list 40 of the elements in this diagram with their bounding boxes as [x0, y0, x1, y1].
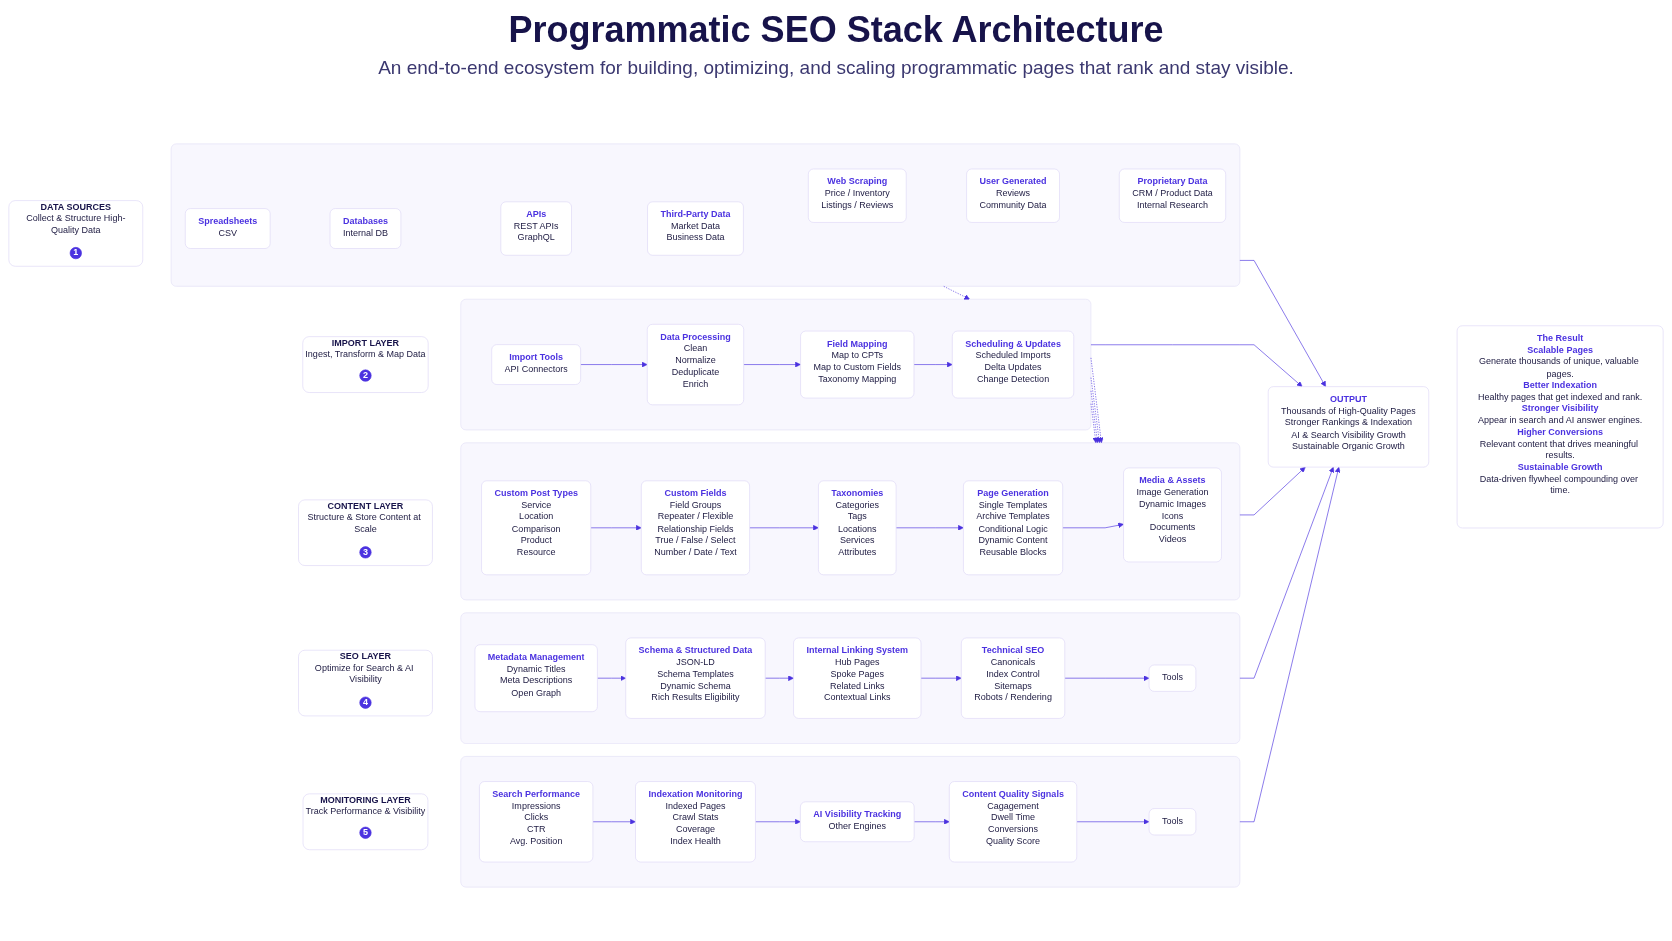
node-box: Media & Assets Image Generation Dynamic Images Icons Documents Videos	[1123, 467, 1222, 562]
node-box: Content Quality Signals Cagagement Dwell Time Conversions Quality Score	[949, 780, 1078, 862]
node-box: Metadata Management Dynamic Titles Meta Descriptions Open Graph	[474, 643, 598, 712]
node-box: Custom Post Types Service Location Comparison Product Resource	[481, 480, 592, 575]
node-circle: 5	[359, 826, 372, 839]
node-box: Taxonomies Categories Tags Locations Services Attributes	[818, 480, 897, 575]
node-box: Internal Linking System Hub Pages Spoke Pages Related Links Contextual Links	[793, 637, 922, 719]
node-box: Indexation Monitoring Indexed Pages Crawl Stats Coverage Index Health	[635, 780, 756, 862]
node-box: Technical SEO Canonicals Index Control Sitemaps Robots / Rendering	[961, 637, 1066, 719]
node-box: Tools	[1148, 664, 1197, 692]
node-box: Page Generation Single Templates Archive Templates Conditional Logic Dynamic Content Reusable Blocks	[963, 480, 1063, 575]
node-box: Custom Fields Field Groups Repeater / Flexible Relationship Fields True / False / Select Number / Date / Text	[641, 480, 750, 575]
node-circle: 1	[69, 246, 82, 259]
node-box: Spreadsheets CSV	[184, 207, 271, 249]
node-box: AI Visibility Tracking Other Engines	[800, 801, 915, 842]
node-box: Web Scraping Price / Inventory Listings / Reviews	[808, 168, 907, 223]
title: Programmatic SEO Stack Architecture	[508, 8, 1164, 52]
node-box: User Generated Reviews Community Data	[966, 168, 1060, 223]
node-box: OUTPUT Thousands of High-Quality Pages Stronger Rankings & Indexation AI & Search Visibility Growth Sustainable Organic Growth	[1267, 385, 1430, 467]
node-box: Schema & Structured Data JSON-LD Schema Templates Dynamic Schema Rich Results Eligibility	[625, 637, 766, 719]
node-box: Data Processing Clean Normalize Deduplicate Enrich	[646, 323, 744, 405]
node-box: APIs REST APIs GraphQL	[500, 201, 572, 256]
node-circle: 4	[359, 696, 372, 709]
node-box: Third-Party Data Market Data Business Data	[647, 201, 744, 256]
node-box: Scheduling & Updates Scheduled Imports Delta Updates Change Detection	[952, 330, 1075, 398]
node-circle: 3	[359, 545, 372, 558]
node-box: Databases Internal DB	[329, 207, 402, 249]
node-box: Search Performance Impressions Clicks CTR Avg. Position	[479, 780, 594, 862]
cluster	[460, 442, 1241, 600]
node-circle: 2	[359, 369, 372, 382]
cluster	[170, 143, 1241, 287]
node-box: Proprietary Data CRM / Product Data Internal Research	[1118, 168, 1226, 223]
cluster	[460, 755, 1241, 887]
node-box: Tools	[1148, 807, 1197, 835]
node-box: Field Mapping Map to CPTs Map to Custom Fields Taxonomy Mapping	[800, 330, 915, 398]
node-box: Import Tools API Connectors	[491, 343, 581, 385]
subtitle: An end-to-end ecosystem for building, optimizing, and scaling programmatic pages that rank and stay visible.	[378, 57, 1294, 80]
cluster	[460, 298, 1092, 430]
node-box: The Result Scalable Pages Generate thousands of unique, valuable pages. Better Indexation Healthy pages that get indexed and rank. Stronger Visibility Appear in search and AI answer engines. Higher Conversions Relevant content that drives meaningful results. Sustainable Growth Data-driven flywheel compounding over time.	[1456, 324, 1664, 528]
cluster	[460, 612, 1241, 744]
